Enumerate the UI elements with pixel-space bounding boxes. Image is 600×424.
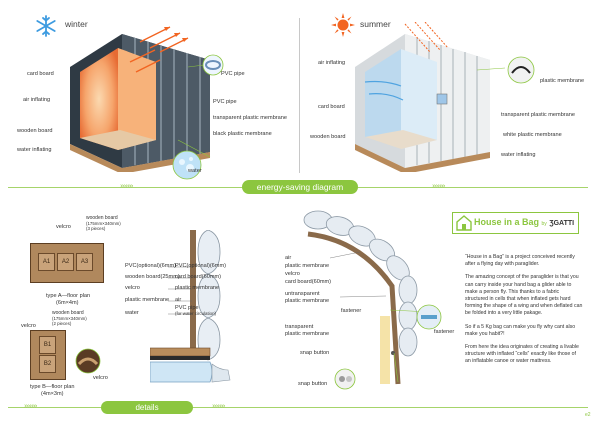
plan-b-cell: B2 bbox=[39, 355, 56, 373]
roof-label-snap-button: snap button bbox=[300, 350, 330, 356]
winter-label-card-board: card board bbox=[27, 71, 54, 77]
plan-a-cell: A1 bbox=[38, 253, 55, 271]
plan-b-cell: B1 bbox=[39, 336, 56, 354]
plan-b-title: type B—floor plan bbox=[30, 384, 75, 390]
winter-label-pvc-pipe-top: PVC pipe bbox=[221, 71, 245, 77]
roof-label-velcro: velcro bbox=[285, 271, 300, 277]
roof-label-fastener: fastener bbox=[341, 308, 362, 314]
description-paragraph: The amazing concept of the paraglider is… bbox=[465, 274, 583, 317]
plan-b-board-label: wooden board bbox=[52, 310, 84, 316]
roof-label-transparent: transparent bbox=[285, 324, 314, 330]
plan-a-board-label: wooden board bbox=[86, 215, 118, 221]
summer-label-card-board: card board bbox=[318, 104, 345, 110]
summer-label-water-inflating: water inflating bbox=[501, 152, 536, 158]
roof-label-transparent-membrane: plastic membrane bbox=[285, 331, 330, 337]
summer-label-transparent-membrane: transparent plastic membrane bbox=[501, 112, 575, 118]
chevron-right-icon: ››››››› bbox=[120, 182, 134, 190]
wall-left-label-1: wooden board(25mm) bbox=[125, 274, 180, 280]
wall-right-label-4: PVC pipe bbox=[175, 305, 199, 311]
pvc-pipe-callout bbox=[202, 54, 224, 76]
roof-label-snap-button-callout: snap button bbox=[298, 381, 328, 387]
energy-saving-title: energy-saving diagram bbox=[242, 180, 358, 194]
roof-label-plastic-membrane: plastic membrane bbox=[285, 263, 330, 269]
wall-right-label-0: PVC(optional)(6mm) bbox=[175, 263, 226, 269]
roof-label-untransparent-membrane: plastic membrane bbox=[285, 298, 330, 304]
wall-left-label-3: plastic membrane bbox=[125, 297, 170, 303]
roof-label-untransparent: untransparent bbox=[285, 291, 320, 297]
summer-label-white-membrane: white plastic membrane bbox=[503, 132, 562, 138]
winter-label-transparent-membrane: transparent plastic membrane bbox=[213, 115, 287, 121]
page-number: e2 bbox=[585, 412, 591, 418]
plan-a-title: type A—floor plan bbox=[46, 293, 91, 299]
sun-icon bbox=[331, 13, 355, 37]
winter-label-black-membrane: black plastic membrane bbox=[213, 131, 272, 137]
house-bag-logo-icon bbox=[456, 215, 472, 231]
summer-title: summer bbox=[360, 19, 391, 29]
velcro-callout bbox=[75, 348, 101, 374]
brand-title: House in a Bag by ƷGATTI bbox=[474, 217, 575, 227]
plan-a-board-pieces: (3 pieces) bbox=[86, 226, 106, 231]
roof-label-air: air bbox=[285, 255, 292, 261]
wall-left-label-2: velcro bbox=[125, 285, 140, 291]
chevron-right-icon: ››››››› bbox=[24, 402, 38, 410]
plan-b-board-size: (175mm×340mm) bbox=[52, 316, 87, 321]
description-text: “House in a Bag” is a project conceived … bbox=[465, 254, 583, 372]
wall-left-label-0: PVC(optional)(6mm) bbox=[125, 263, 176, 269]
plan-a-velcro-label: velcro bbox=[56, 224, 71, 230]
plastic-membrane-callout bbox=[507, 56, 535, 84]
brand-frame bbox=[452, 212, 579, 234]
details-title: details bbox=[101, 401, 193, 414]
details-divider-line bbox=[8, 407, 588, 408]
winter-label-water-inflating: water inflating bbox=[17, 147, 52, 153]
chevron-right-icon: ››››››› bbox=[212, 402, 226, 410]
plan-b-velcro-callout-label: velcro bbox=[93, 375, 108, 381]
plan-b-size: (4m×3m) bbox=[41, 391, 64, 397]
wall-right-note: (for water circulation) bbox=[175, 311, 216, 316]
description-paragraph: From here the idea originates of creatin… bbox=[465, 344, 579, 365]
winter-label-wooden-board: wooden board bbox=[17, 128, 53, 134]
summer-label-wooden-board: wooden board bbox=[310, 134, 346, 140]
summer-house-illustration bbox=[355, 22, 505, 172]
winter-title: winter bbox=[65, 19, 88, 29]
plan-b-board-pieces: (2 pieces) bbox=[52, 321, 72, 326]
wall-left-label-4: water bbox=[125, 310, 139, 316]
snap-button-callout bbox=[334, 368, 356, 390]
winter-label-pvc-pipe: PVC pipe bbox=[213, 99, 237, 105]
wall-right-label-2: plastic membrane bbox=[175, 285, 220, 291]
winter-label-water: water bbox=[188, 168, 202, 174]
snowflake-icon bbox=[36, 15, 56, 37]
roof-label-card-board: card board(60mm) bbox=[285, 279, 332, 285]
description-paragraph: So if a 5 Kg bag can make you fly why ca… bbox=[465, 323, 576, 337]
winter-label-air-inflating: air inflating bbox=[23, 97, 51, 103]
roof-label-fastener-callout: fastener bbox=[434, 329, 455, 335]
wall-right-label-1: card board(60mm) bbox=[175, 274, 222, 280]
plan-b-velcro-label: velcro bbox=[21, 323, 36, 329]
roof-detail-drawing bbox=[303, 210, 431, 385]
chevron-right-icon: ››››››› bbox=[432, 182, 446, 190]
plan-a-board-size: (175mm×340mm) bbox=[86, 221, 121, 226]
fastener-callout bbox=[416, 304, 442, 330]
description-paragraph: “House in a Bag” is a project conceived … bbox=[465, 254, 575, 268]
plan-a-cell: A3 bbox=[76, 253, 93, 271]
summer-label-plastic-membrane: plastic membrane bbox=[540, 78, 585, 84]
wall-right-label-3: air bbox=[175, 297, 182, 303]
summer-label-air-inflating: air inflating bbox=[318, 60, 346, 66]
plan-a-cell: A2 bbox=[57, 253, 74, 271]
water-callout bbox=[172, 150, 202, 180]
top-divider bbox=[299, 18, 300, 173]
wall-section-drawing bbox=[150, 230, 231, 383]
winter-house-illustration bbox=[70, 26, 213, 172]
plan-a-size: (6m×4m) bbox=[56, 300, 79, 306]
